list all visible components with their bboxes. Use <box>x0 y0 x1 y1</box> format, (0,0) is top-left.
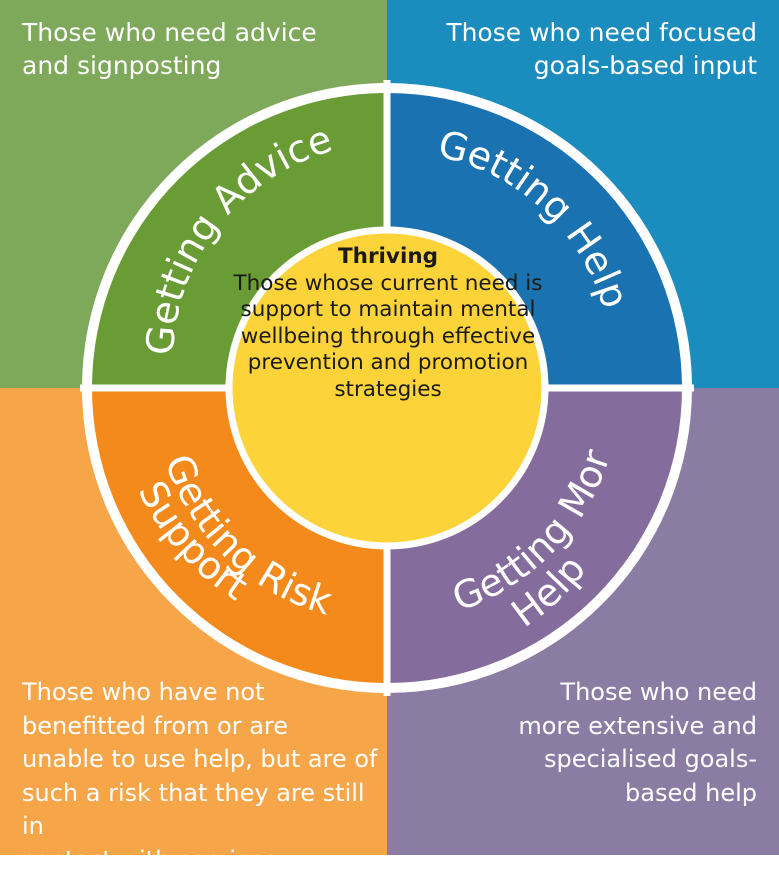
thrive-framework-diagram: Those who need advice and signposting Th… <box>0 0 779 855</box>
thriving-description: Those whose current need is support to m… <box>232 271 544 404</box>
thriving-text: Thriving Those whose current need is sup… <box>232 244 544 520</box>
thriving-title: Thriving <box>232 244 544 271</box>
